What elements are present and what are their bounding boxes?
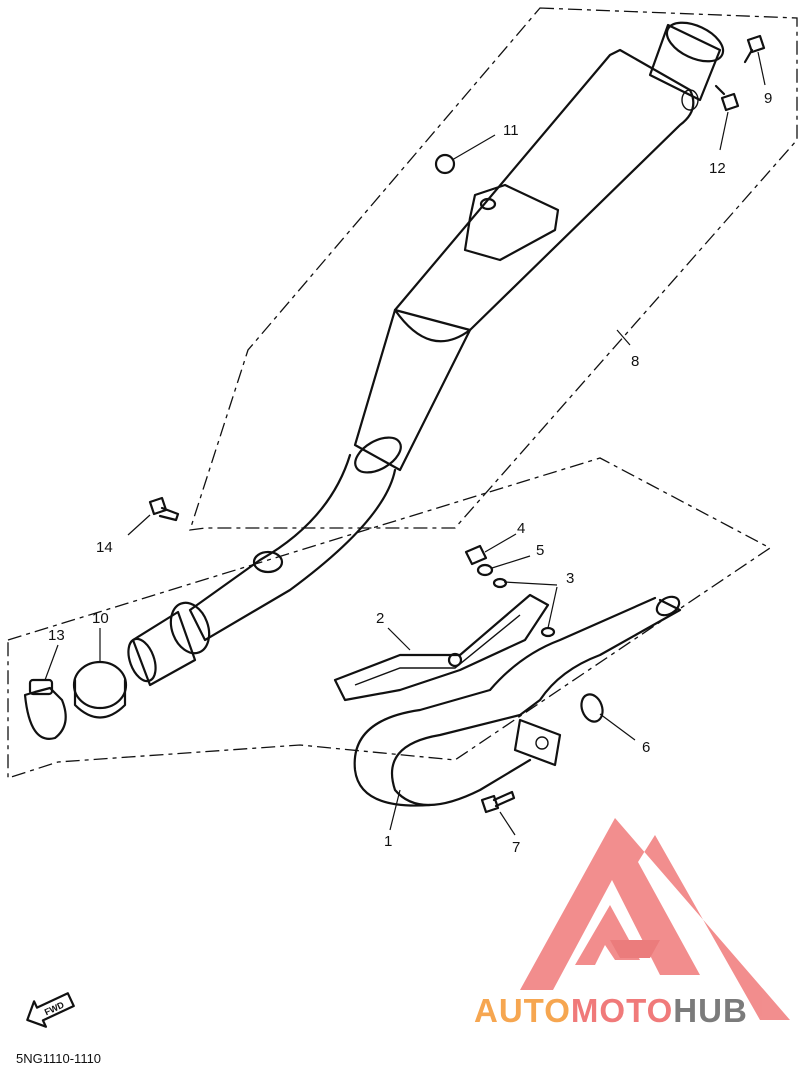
logo-g-stroke [610,940,660,958]
leader-5 [491,555,531,569]
pipe-group-outline [7,457,772,779]
leader-13 [44,644,59,681]
label-6: 6 [642,739,650,756]
logo-text: AUTOMOTOHUB [474,992,748,1029]
leader-1 [389,789,401,831]
automotohub-logo [520,818,790,1020]
label-3: 3 [566,570,574,587]
leader-2 [387,627,411,651]
leader-7 [499,811,516,836]
leader-14 [127,514,151,536]
muffler-group-outline [189,7,798,531]
leader-11 [451,134,496,161]
leader-9 [757,51,766,86]
collar-3a [492,577,508,589]
leader-12 [719,111,729,151]
label-14: 14 [96,539,113,556]
logo-text-auto: AUTO [474,992,571,1029]
diagram-code: 5NG1110-1110 [16,1051,101,1066]
bolt-12 [714,84,740,112]
label-2: 2 [376,610,384,627]
gasket-6 [580,693,604,723]
label-9: 9 [764,90,772,107]
bolt-7 [480,790,516,814]
label-1: 1 [384,833,392,850]
bolt-14 [148,496,180,522]
label-7: 7 [512,839,520,856]
leader-8 [616,329,631,346]
label-10: 10 [92,610,109,627]
label-13: 13 [48,627,65,644]
damper-11 [434,153,456,175]
label-11: 11 [503,122,519,139]
bolt-9 [743,34,766,64]
leader-3a [503,581,558,586]
washer-5 [476,563,494,577]
logo-text-hub: HUB [673,992,748,1029]
exhaust-pipe [353,595,682,807]
logo-text-moto: MOTO [571,992,673,1029]
label-8: 8 [631,353,639,370]
muffler-assembly [127,21,725,687]
nut-4 [464,544,488,566]
fwd-arrow-icon: FWD [26,992,75,1028]
exhaust-protector [333,593,550,702]
logo-triangle-outer [520,818,790,1020]
label-5: 5 [536,542,544,559]
exhaust-gasket [72,660,128,719]
label-4: 4 [517,520,525,537]
leader-4 [484,533,517,553]
exhaust-clamp [23,678,67,740]
collar-3b [540,626,556,638]
leader-6 [599,713,636,741]
leader-3b [547,586,558,629]
label-12: 12 [709,160,726,177]
